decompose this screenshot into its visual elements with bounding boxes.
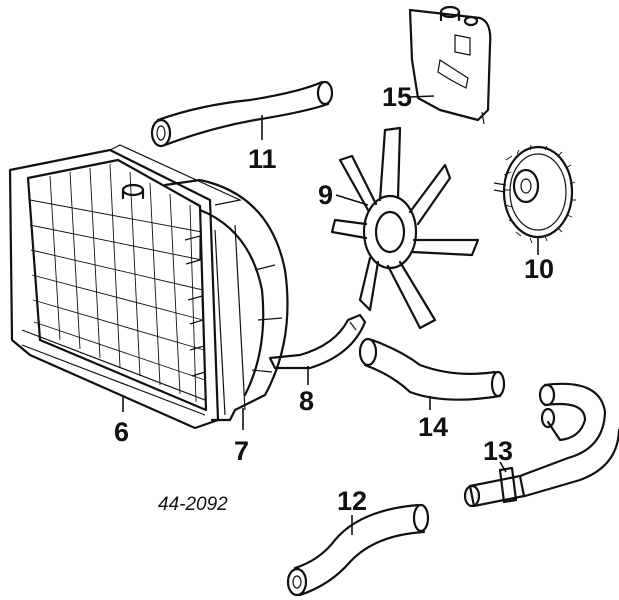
upper-hose-part — [150, 80, 334, 148]
callout-9: 9 — [318, 180, 333, 210]
callout-13: 13 — [483, 436, 513, 466]
callout-6: 6 — [114, 417, 129, 447]
callout-12: 12 — [337, 486, 367, 516]
lower-hose-12-part — [286, 503, 430, 597]
callout-10: 10 — [524, 254, 554, 284]
fan-shroud-part — [163, 178, 289, 422]
callout-11: 11 — [248, 144, 277, 174]
leader-line-15 — [409, 95, 435, 98]
lower-shroud-part — [268, 313, 367, 370]
radiator-hose-14-part — [358, 337, 506, 401]
fan-clutch-part — [493, 144, 576, 244]
fan-part — [330, 126, 480, 330]
reservoir-tank-part — [408, 5, 492, 125]
leader-line-9 — [335, 194, 369, 206]
callout-8: 8 — [299, 386, 314, 416]
leader-line-13 — [499, 461, 507, 473]
callout-15: 15 — [382, 82, 412, 112]
callout-7: 7 — [234, 436, 249, 466]
diagram-part-number: 44-2092 — [158, 494, 228, 515]
callout-14: 14 — [418, 412, 448, 442]
radiator-part — [8, 144, 242, 430]
bypass-pipe-13-part — [463, 382, 619, 508]
